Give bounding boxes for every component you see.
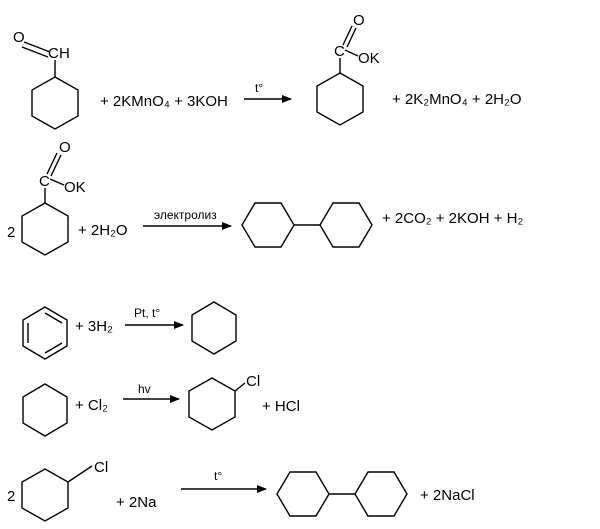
- reaction-4: + Cl₂ hv Cl + HCl: [22, 373, 300, 437]
- potassium-cyclohexanecarboxylate-structure: C O OK: [21, 139, 86, 256]
- carboxyl-double-bond-a: [46, 152, 58, 175]
- reaction-2-reagents: + 2H₂O: [78, 222, 128, 239]
- reaction-3: + 3H₂ Pt, t°: [22, 301, 237, 360]
- carboxylate-ok: OK: [358, 50, 380, 67]
- bicyclohexyl-structure: [241, 202, 373, 248]
- benzene-structure: [22, 306, 68, 360]
- cyclohexane-structure: [22, 383, 68, 437]
- cyclohexane-ring-right: [319, 202, 373, 248]
- carboxylate-ok: OK: [64, 179, 86, 196]
- aromatic-double-bond-1: [44, 312, 63, 324]
- reaction-2: 2 C O OK + 2H₂O электролиз + 2CO₂ + 2KOH…: [7, 139, 523, 256]
- carboxyl-single-bond: [344, 49, 359, 57]
- carbonyl-oxygen: O: [59, 139, 71, 156]
- cyclohexane-ring: [22, 383, 68, 437]
- cyclohexane-ring: [191, 301, 237, 355]
- carboxyl-single-bond: [49, 178, 65, 186]
- reaction-2-products: + 2CO₂ + 2KOH + H₂: [382, 210, 523, 227]
- carboxyl-double-bond-a: [342, 25, 353, 46]
- reaction-5-coefficient: 2: [7, 488, 15, 505]
- reaction-3-reagents: + 3H₂: [75, 318, 113, 335]
- carbon-chlorine-bond: [67, 465, 93, 483]
- carboxyl-double-bond-b: [346, 27, 357, 48]
- carbonyl-oxygen: O: [353, 12, 365, 29]
- cyclohexane-ring: [31, 76, 79, 130]
- reaction-4-products: + HCl: [262, 398, 300, 415]
- reaction-5-condition: t°: [214, 469, 222, 483]
- carboxyl-carbon: C: [334, 43, 345, 60]
- carbon-chlorine-bond: [234, 382, 246, 392]
- cyclohexane-ring-left: [241, 202, 295, 248]
- chlorocyclohexane-structure: Cl: [188, 373, 260, 431]
- reaction-1-condition: t°: [255, 81, 263, 95]
- carboxyl-double-bond-b: [50, 154, 62, 177]
- cyclohexane-ring: [188, 377, 236, 431]
- reaction-5: 2 Cl + 2Na t° + 2NaCl: [7, 459, 475, 522]
- reaction-5-products: + 2NaCl: [420, 487, 475, 504]
- reaction-5-reagents: + 2Na: [116, 494, 157, 511]
- chlorine-atom: Cl: [94, 459, 108, 476]
- cyclohexanecarbaldehyde-structure: O C H: [13, 29, 79, 130]
- carbonyl-double-bond-b: [21, 46, 49, 58]
- cyclohexane-ring-left: [276, 471, 330, 517]
- reaction-4-reagents: + Cl₂: [75, 397, 108, 414]
- cyclohexane-ring: [316, 72, 364, 126]
- carboxyl-carbon: C: [39, 173, 50, 190]
- aldehyde-hydrogen: H: [59, 45, 70, 62]
- reaction-3-condition: Pt, t°: [134, 306, 160, 320]
- cyclohexane-ring: [21, 202, 69, 256]
- reaction-1-reagents: + 2KMnO₄ + 3KOH: [100, 93, 228, 110]
- aldehyde-oxygen: O: [13, 29, 25, 46]
- cyclohexane-ring-right: [354, 471, 408, 517]
- chlorocyclohexane-structure: Cl: [21, 459, 108, 522]
- reaction-2-condition: электролиз: [154, 208, 217, 222]
- reaction-2-coefficient: 2: [7, 224, 15, 241]
- chlorine-atom: Cl: [246, 373, 260, 390]
- carbonyl-double-bond-a: [23, 41, 51, 53]
- reaction-4-condition: hv: [138, 382, 151, 396]
- aldehyde-carbon: C: [48, 45, 59, 62]
- bicyclohexyl-structure: [276, 471, 408, 517]
- cyclohexane-structure: [191, 301, 237, 355]
- potassium-cyclohexanecarboxylate-structure: C O OK: [316, 12, 380, 126]
- cyclohexane-ring: [21, 468, 69, 522]
- reaction-1: O C H + 2KMnO₄ + 3KOH t° C O OK + 2K₂MnO…: [13, 12, 522, 130]
- reaction-1-products: + 2K₂MnO₄ + 2H₂O: [392, 91, 522, 108]
- benzene-ring: [22, 306, 68, 360]
- aromatic-double-bond-2: [44, 342, 63, 354]
